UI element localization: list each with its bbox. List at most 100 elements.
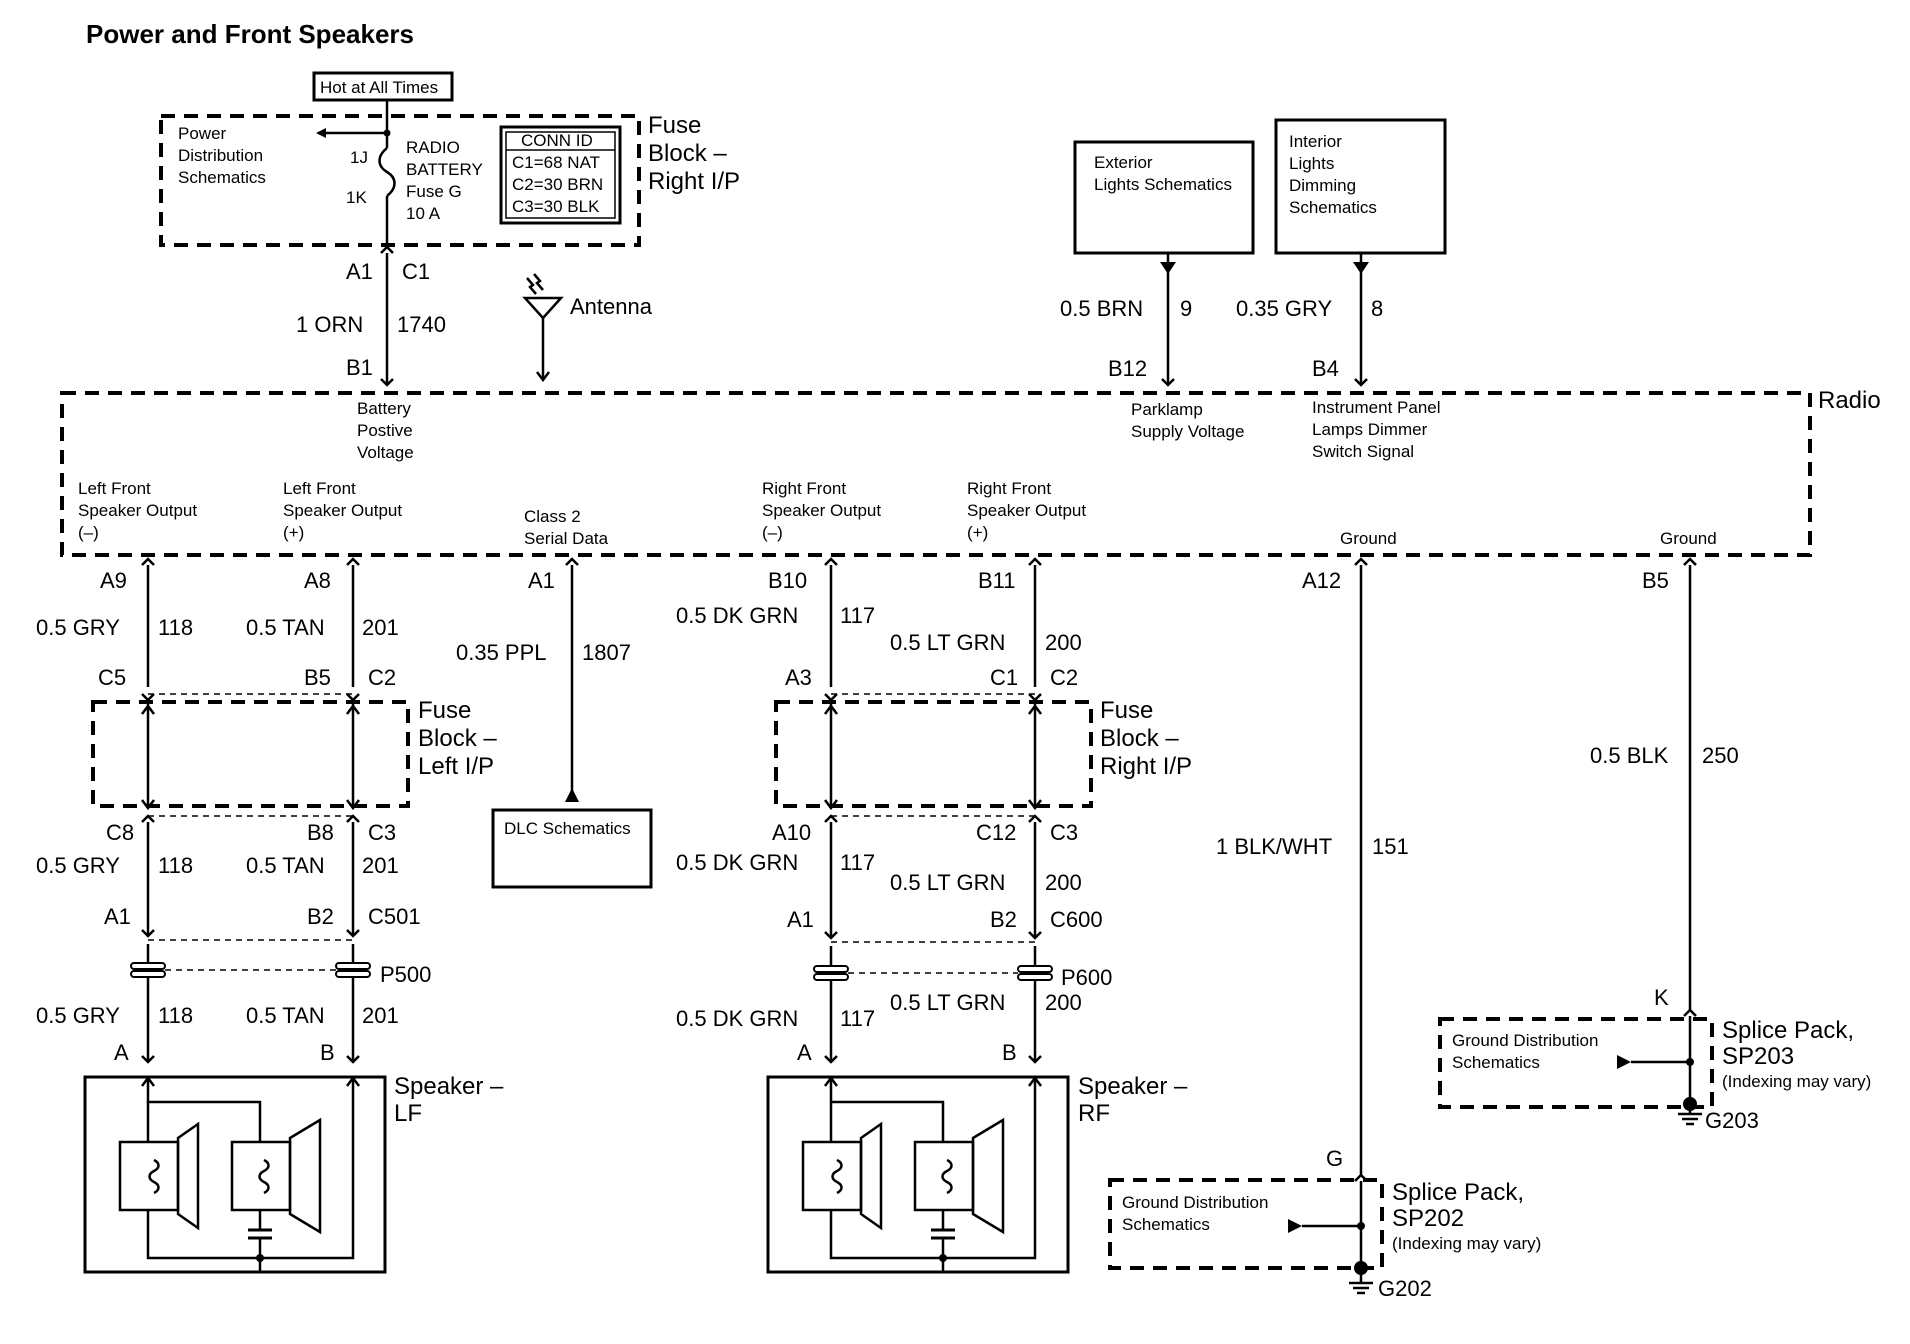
k-connector-symbol xyxy=(1683,1008,1697,1017)
rf-neg-label-1: Right Front xyxy=(762,479,846,498)
pin-k: K xyxy=(1654,985,1669,1010)
pin-a1-rf: A1 xyxy=(787,907,814,932)
g203-label: G203 xyxy=(1705,1108,1759,1133)
pin-b11: B11 xyxy=(978,568,1016,593)
ip-dimmer-label-1: Instrument Panel xyxy=(1312,398,1441,417)
b12-wire-circuit: 9 xyxy=(1180,296,1192,321)
pin-a1-lf: A1 xyxy=(104,904,131,929)
exterior-lights-label-1: Exterior xyxy=(1094,153,1153,172)
ground-g202-icon xyxy=(1349,1281,1373,1295)
battery-positive-label-2: Postive xyxy=(357,421,413,440)
fuse-block-top xyxy=(159,114,641,247)
lf-gry-color-2: 0.5 GRY xyxy=(36,853,120,878)
rf-dkgrn-color-2: 0.5 DK GRN xyxy=(676,850,798,875)
fuse-block-left-label-1: Fuse xyxy=(418,697,471,724)
connector-p600: P600 xyxy=(1061,965,1112,990)
pin-c8: C8 xyxy=(106,820,134,845)
pin-b5-lf: B5 xyxy=(304,665,331,690)
class2-label-1: Class 2 xyxy=(524,507,581,526)
ground-g203-icon xyxy=(1678,1112,1702,1126)
rf-pos-label-2: Speaker Output xyxy=(967,501,1086,520)
pin-a9: A9 xyxy=(100,568,127,593)
lf-tan-color-2: 0.5 TAN xyxy=(246,853,325,878)
lf-tan-color-3: 0.5 TAN xyxy=(246,1003,325,1028)
antenna-icon xyxy=(522,273,564,383)
pin-b5-ground: B5 xyxy=(1642,568,1669,593)
fuse-label-1: RADIO xyxy=(406,138,460,157)
fuse-block-top-label-1: Fuse xyxy=(648,112,701,139)
ground-dist-label-sp203-1: Ground Distribution xyxy=(1452,1031,1598,1050)
a12-wire-color: 1 BLK/WHT xyxy=(1216,834,1332,859)
pin-1k: 1K xyxy=(346,188,367,207)
power-distribution-label-2: Distribution xyxy=(178,146,263,165)
pin-a12: A12 xyxy=(1302,568,1341,593)
hot-at-all-times-box xyxy=(312,71,454,102)
rf-speaker-1-icon xyxy=(801,1121,883,1231)
antenna-label: Antenna xyxy=(570,294,653,319)
pin-c2-rf: C2 xyxy=(1050,665,1078,690)
a12-wire-circuit: 151 xyxy=(1372,834,1409,859)
b5-wire-circuit: 250 xyxy=(1702,743,1739,768)
pin-c5: C5 xyxy=(98,665,126,690)
battery-wire-circuit: 1740 xyxy=(397,312,446,337)
interior-lights-label-1: Interior xyxy=(1289,132,1342,151)
rf-ltgrn-color-1: 0.5 LT GRN xyxy=(890,630,1005,655)
parklamp-label-2: Supply Voltage xyxy=(1131,422,1244,441)
pin-b10: B10 xyxy=(768,568,807,593)
b5-connector-top xyxy=(1683,557,1697,566)
speaker-lf xyxy=(83,1075,387,1274)
ground-dist-label-sp203-2: Schematics xyxy=(1452,1053,1540,1072)
radio-battery-fuse-icon xyxy=(378,147,396,197)
lf-speaker-1-icon xyxy=(118,1121,200,1231)
pin-a10: A10 xyxy=(772,820,811,845)
rf-ltgrn-circuit-3: 200 xyxy=(1045,990,1082,1015)
connector-p500: P500 xyxy=(380,962,431,987)
power-distribution-label-1: Power xyxy=(178,124,227,143)
lf-neg-label-1: Left Front xyxy=(78,479,151,498)
lf-pin-b: B xyxy=(320,1040,335,1065)
b5-wire-color: 0.5 BLK xyxy=(1590,743,1669,768)
rf-dkgrn-circuit-1: 117 xyxy=(840,603,875,628)
lf-gry-color-1: 0.5 GRY xyxy=(36,615,120,640)
pin-b12: B12 xyxy=(1108,356,1147,381)
splice-pack-sp203-3: (Indexing may vary) xyxy=(1722,1072,1871,1091)
conn-id-box xyxy=(499,125,622,225)
fuse-block-left xyxy=(91,700,410,808)
connector-c501: C501 xyxy=(368,904,421,929)
dlc-wire-circuit: 1807 xyxy=(582,640,631,665)
connector-a1-c1-symbol xyxy=(380,245,394,254)
interior-lights-label-4: Schematics xyxy=(1289,198,1377,217)
pin-b1: B1 xyxy=(346,355,373,380)
lf-gry-circuit-2: 118 xyxy=(158,853,193,878)
lf-pos-label-2: Speaker Output xyxy=(283,501,402,520)
speaker-rf-label-2: RF xyxy=(1078,1100,1110,1127)
page-title: Power and Front Speakers xyxy=(86,19,414,49)
lf-tan-circuit-2: 201 xyxy=(362,853,399,878)
speaker-lf-label-1: Speaker – xyxy=(394,1073,504,1100)
fuse-block-right-label-2: Block – xyxy=(1100,725,1179,752)
g202-label: G202 xyxy=(1378,1276,1432,1301)
lf-gry-circuit-1: 118 xyxy=(158,615,193,640)
rf-ltgrn-circuit-1: 200 xyxy=(1045,630,1082,655)
pin-a1-dlc: A1 xyxy=(528,568,555,593)
interior-lights-label-2: Lights xyxy=(1289,154,1334,173)
sp202-arrow xyxy=(1288,1219,1302,1233)
pin-1j: 1J xyxy=(350,148,368,167)
lf-neg-label-3: (–) xyxy=(78,523,99,542)
sp203-arrow xyxy=(1617,1055,1631,1069)
rf-dkgrn-circuit-3: 117 xyxy=(840,1006,875,1031)
conn-id-row-1: C1=68 NAT xyxy=(512,153,600,172)
conn-id-row-2: C2=30 BRN xyxy=(512,175,603,194)
speaker-lf-label-2: LF xyxy=(394,1100,422,1127)
fuse-block-right-lower xyxy=(774,700,1093,808)
splice-pack-sp203-2: SP203 xyxy=(1722,1043,1794,1070)
ground-dist-label-sp202-1: Ground Distribution xyxy=(1122,1193,1268,1212)
radio-label: Radio xyxy=(1818,387,1881,414)
rf-dkgrn-color-3: 0.5 DK GRN xyxy=(676,1006,798,1031)
rf-ltgrn-color-3: 0.5 LT GRN xyxy=(890,990,1005,1015)
conn-id-box-inner xyxy=(505,131,616,219)
pin-b4: B4 xyxy=(1312,356,1339,381)
conn-id-row-3: C3=30 BLK xyxy=(512,197,600,216)
pin-c1-top: C1 xyxy=(402,259,430,284)
